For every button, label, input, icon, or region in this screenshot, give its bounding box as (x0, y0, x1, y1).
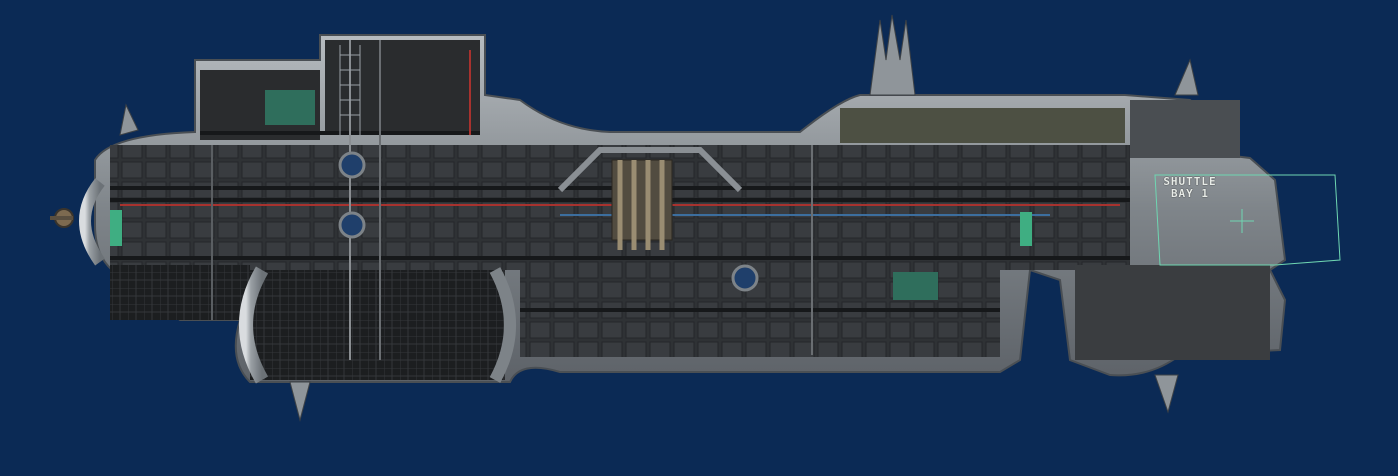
turret-icon[interactable] (119, 14, 1199, 422)
docking-port-icon[interactable] (1154, 174, 1341, 266)
shuttle-bay-line1: SHUTTLE (1163, 175, 1217, 188)
bow-section (50, 178, 105, 266)
shuttle-bay-line2: BAY 1 (1170, 187, 1210, 200)
hatch-icon[interactable] (338, 151, 759, 292)
crosshair-icon[interactable] (1230, 209, 1254, 233)
terminal-panels[interactable] (110, 90, 1032, 300)
pipework (120, 40, 1120, 360)
ballast-tank (239, 266, 516, 384)
reactor-icon[interactable] (557, 147, 743, 250)
ladder-icon[interactable] (339, 45, 361, 135)
shuttle-bay-label: SHUTTLE BAY 1 (1150, 176, 1230, 200)
